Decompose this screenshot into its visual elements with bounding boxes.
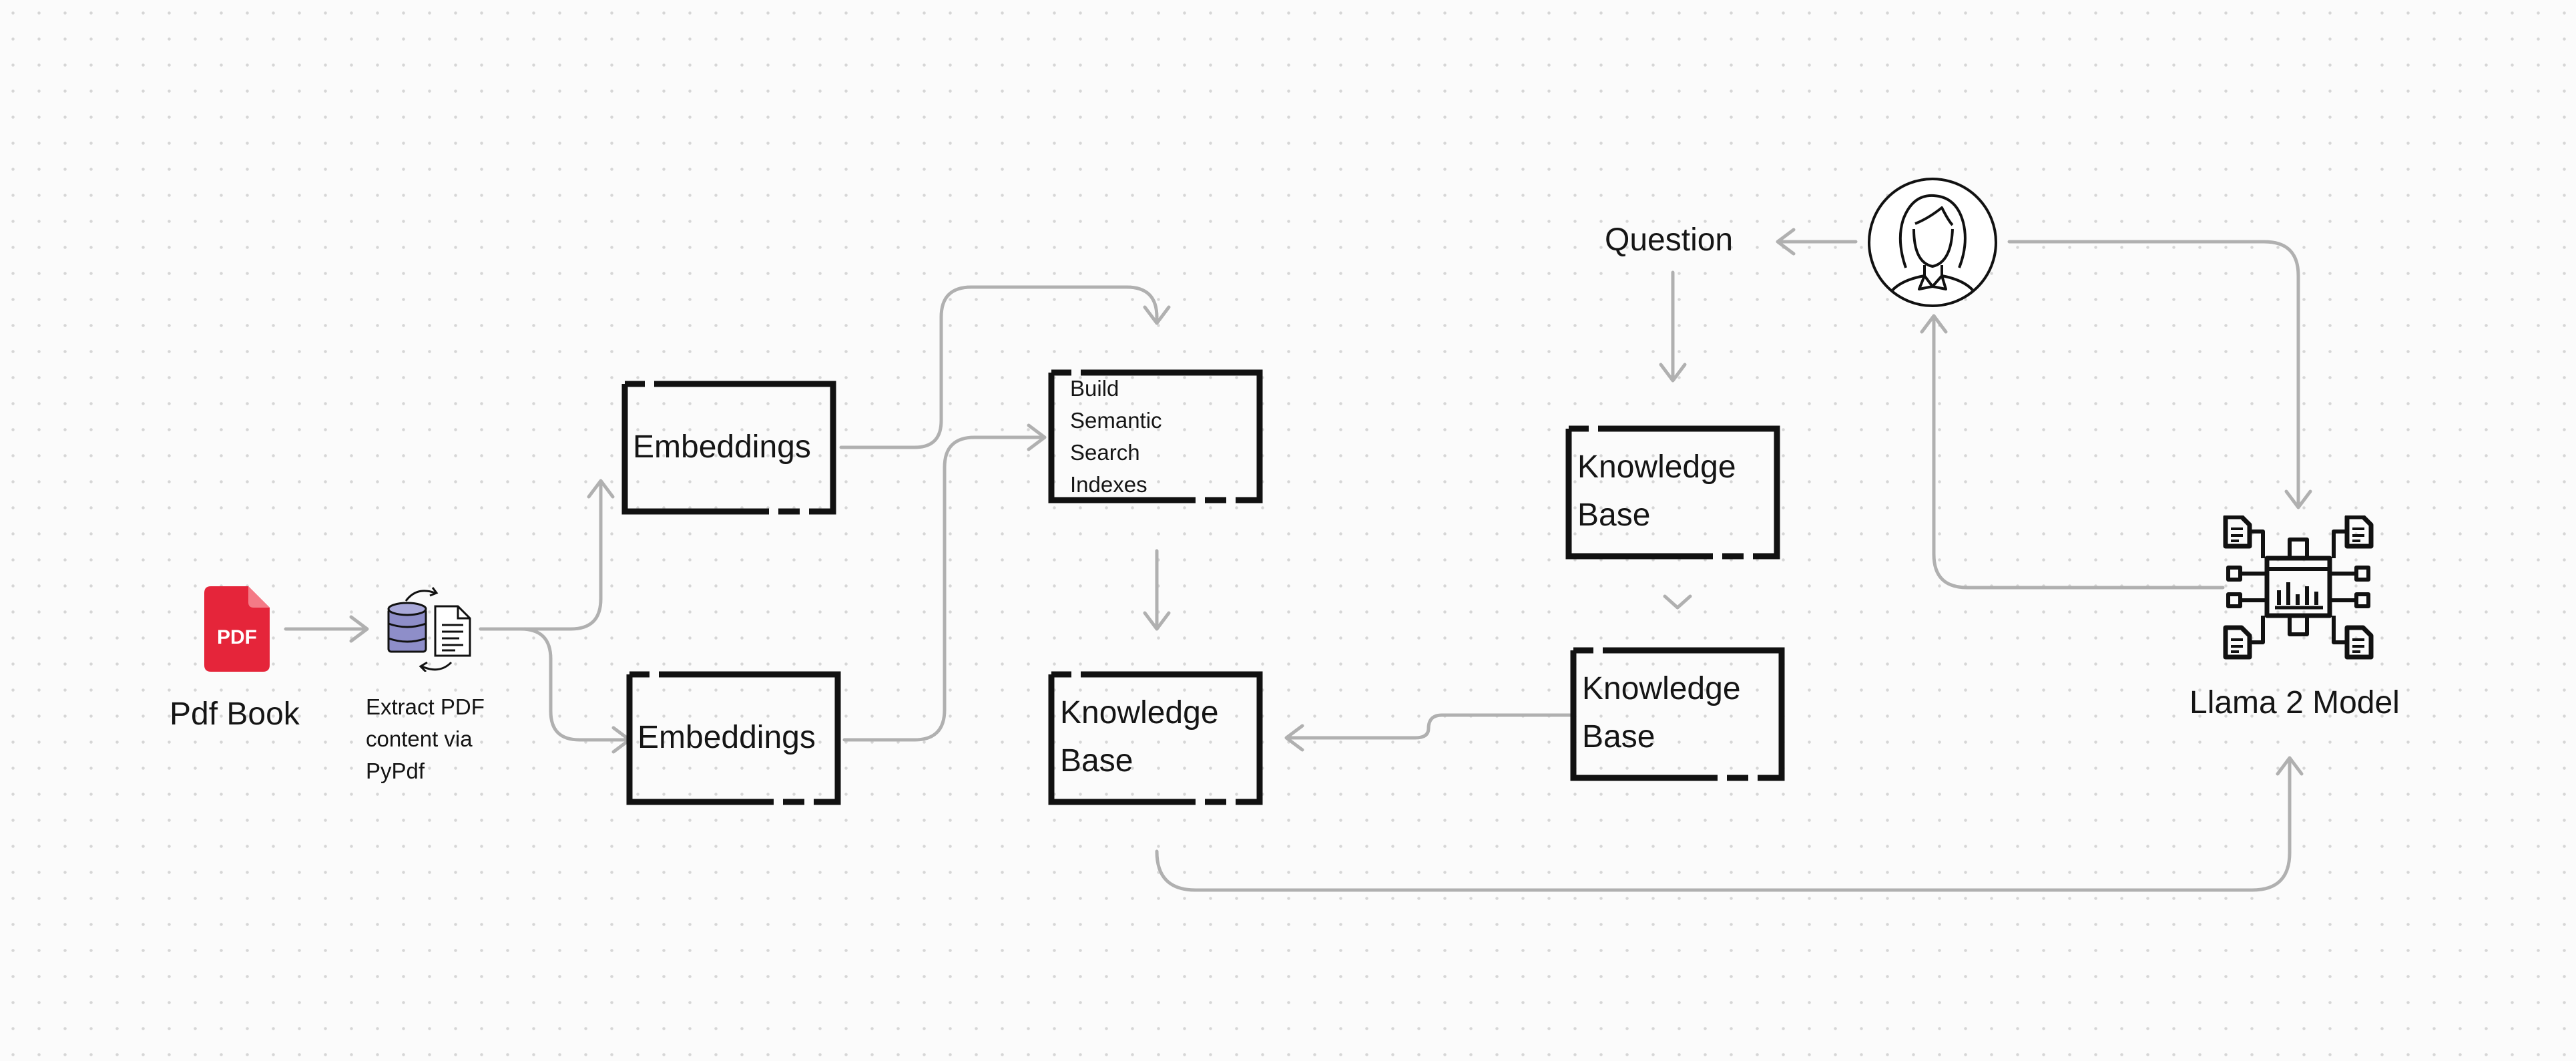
- question-label: Question: [1605, 222, 1734, 258]
- knowledge-base-right-upper: Knowledge Base: [1565, 425, 1780, 560]
- document-icon-tl: [2223, 514, 2252, 549]
- indexes-box: Build Semantic Search Indexes: [1048, 369, 1263, 503]
- arrow-kb-upper-to-kb-lower: [1663, 594, 1692, 610]
- arrow-embeddings-top-to-indexes: [839, 285, 1171, 449]
- embeddings-bottom-label: Embeddings: [637, 720, 816, 755]
- document-icon-tr: [2344, 514, 2374, 549]
- knowledge-base-right-lower: Knowledge Base: [1570, 647, 1785, 781]
- arrow-embeddings-bottom-to-indexes: [842, 423, 1047, 742]
- extract-label: Extract PDF content via PyPdf: [366, 694, 485, 783]
- kb-right-upper-label: Knowledge Base: [1577, 449, 1736, 533]
- connectors: [284, 228, 2312, 892]
- pdf-badge-text: PDF: [217, 626, 257, 648]
- arrow-extract-to-embeddings-top: [479, 479, 615, 631]
- embeddings-box-top: Embeddings: [621, 381, 836, 515]
- user-avatar-icon: [1867, 177, 1998, 308]
- arrow-model-to-user: [1920, 314, 2225, 590]
- database-icon: [387, 602, 427, 653]
- kb-center-label: Knowledge Base: [1060, 695, 1219, 779]
- arrow-user-to-question: [1776, 228, 1858, 256]
- document-icon: [434, 605, 471, 657]
- document-icon-bl: [2223, 625, 2252, 660]
- arrow-user-to-model: [2007, 240, 2312, 509]
- arrow-extract-to-embeddings-bottom: [479, 627, 631, 754]
- embeddings-box-bottom: Embeddings: [626, 671, 841, 805]
- arrow-pdf-to-extract: [284, 615, 369, 643]
- kb-right-lower-label: Knowledge Base: [1582, 671, 1741, 755]
- pdf-book-label: Pdf Book: [170, 696, 300, 732]
- pdf-file-icon: PDF: [204, 586, 270, 672]
- arrow-kb-right-to-kb-center: [1284, 713, 1574, 752]
- document-icon-br: [2344, 625, 2374, 660]
- embeddings-top-label: Embeddings: [633, 429, 811, 465]
- indexes-label: Build Semantic Search Indexes: [1070, 376, 1162, 497]
- arrow-kb-to-model: [1155, 756, 2304, 892]
- database-to-document-icon: [386, 586, 474, 673]
- knowledge-base-center: Knowledge Base: [1048, 671, 1263, 805]
- llama-model-label: Llama 2 Model: [2189, 685, 2400, 720]
- arrow-question-to-kb: [1659, 270, 1687, 383]
- arrow-indexes-to-kb: [1143, 549, 1171, 631]
- llama-model-network-icon: [2223, 514, 2374, 660]
